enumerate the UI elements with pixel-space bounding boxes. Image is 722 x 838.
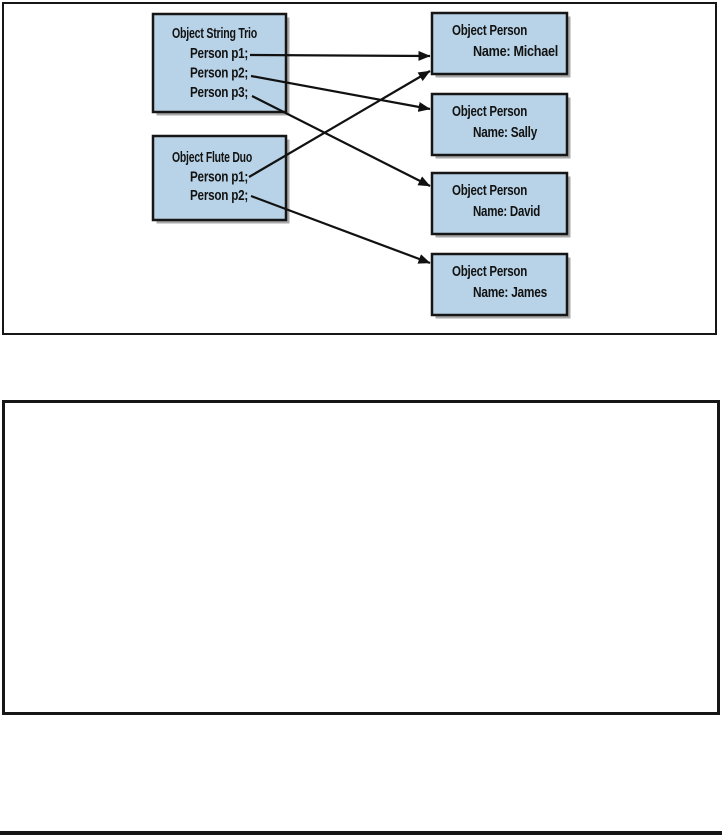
person-box-james: Object Person Name: James	[430, 252, 571, 319]
person-box-james-rect	[430, 252, 569, 317]
string-trio-box: Object String Trio Person p1; Person p2;…	[151, 12, 290, 116]
flute-duo-box-rect	[151, 134, 288, 222]
flute-duo-box: Object Flute Duo Person p1; Person p2;	[151, 134, 290, 224]
reference-arrows	[248, 50, 431, 265]
string-trio-field-p3: Person p3;	[190, 85, 248, 101]
figure-frame-bottom	[2, 400, 720, 715]
person-box-sally-rect	[430, 92, 569, 157]
page-bottom-rule	[0, 831, 722, 835]
string-trio-field-p1: Person p1;	[190, 46, 248, 62]
person-box-michael-rect	[430, 11, 569, 76]
person-michael-name: Name: Michael	[473, 44, 558, 60]
person-sally-name: Name: Sally	[473, 125, 537, 141]
person-david-name: Name: David	[473, 204, 540, 220]
person-box-david-rect	[430, 171, 569, 236]
person-michael-title: Object Person	[452, 23, 527, 39]
flute-duo-field-p2: Person p2;	[190, 188, 248, 204]
person-james-name: Name: James	[473, 285, 547, 301]
arrow-fluteduo-p1-to-michael	[248, 70, 431, 178]
person-box-david: Object Person Name: David	[430, 171, 571, 238]
arrow-stringtrio-p1-to-michael	[249, 50, 431, 61]
arrow-stringtrio-p3-to-david	[251, 95, 431, 187]
string-trio-title: Object String Trio	[172, 26, 257, 42]
person-david-title: Object Person	[452, 183, 527, 199]
arrow-stringtrio-p2-to-sally	[250, 74, 431, 112]
arrow-fluteduo-p2-to-james	[250, 194, 431, 265]
person-box-michael: Object Person Name: Michael	[430, 11, 571, 78]
figure-frame-top	[2, 2, 717, 335]
string-trio-box-rect	[151, 12, 288, 114]
flute-duo-field-p1: Person p1;	[190, 170, 248, 186]
person-box-sally: Object Person Name: Sally	[430, 92, 571, 159]
person-sally-title: Object Person	[452, 104, 527, 120]
object-references-diagram: Object String Trio Person p1; Person p2;…	[151, 11, 571, 319]
person-james-title: Object Person	[452, 264, 527, 280]
string-trio-field-p2: Person p2;	[190, 66, 248, 82]
flute-duo-title: Object Flute Duo	[172, 150, 252, 166]
